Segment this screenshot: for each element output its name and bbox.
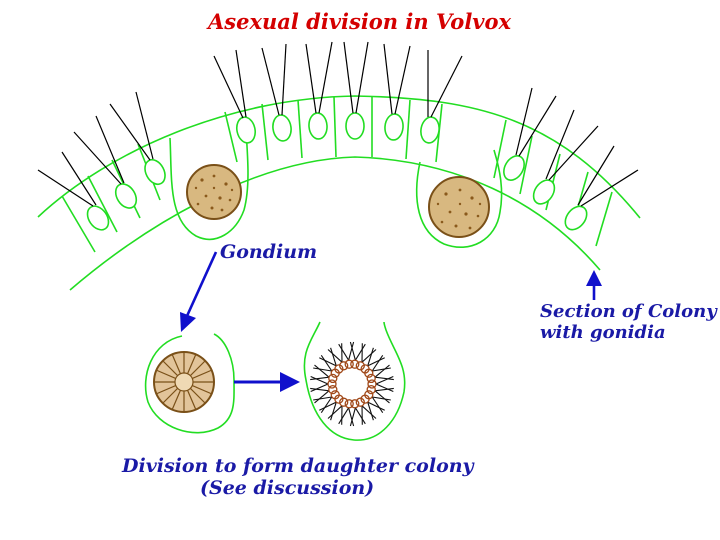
gonidium-right (428, 176, 490, 238)
embryo-flagellum (330, 401, 337, 421)
embryo-flagellum (371, 354, 384, 372)
embryo-flagellum (367, 357, 385, 367)
embryo-cell (350, 399, 360, 409)
embryo-cell (327, 379, 337, 389)
arrows (180, 251, 602, 392)
embryo-flagellum (372, 396, 391, 401)
embryo-cell (328, 373, 338, 384)
embryo-flagellum (327, 405, 343, 419)
embryo-flagellum (361, 405, 377, 419)
division-label-line2: (See discussion) (200, 476, 375, 499)
section-label-line2: with gonidia (540, 321, 666, 343)
embryo-flagellum (310, 383, 329, 393)
flagella (37, 41, 639, 207)
embryo-cell (366, 384, 376, 395)
dividing-gonidium (144, 333, 235, 434)
embryo-flagellum (330, 347, 337, 367)
embryo-flagellum (314, 364, 330, 378)
embryo-cell (355, 397, 365, 407)
embryo-flagellum (348, 407, 355, 427)
embryo-cell (367, 379, 377, 389)
diagram-title: Asexual division in Volvox (208, 9, 512, 34)
gonidium-pocket-right (415, 149, 503, 248)
dividing-gonidium-envelope (144, 333, 235, 434)
embryo-flagellum (372, 367, 391, 372)
embryo-flagellum (371, 396, 384, 414)
embryo-flagellum (367, 401, 385, 411)
embryo-cell (355, 361, 365, 371)
daughter-colony (303, 321, 406, 441)
embryo-flagellum (361, 349, 377, 363)
embryo-cell (330, 390, 340, 400)
embryo-flagellum (319, 357, 337, 367)
embryo-flagellum (349, 341, 356, 361)
embryo-flagellum (313, 367, 332, 372)
section-label-line1: Section of Colony (540, 301, 717, 322)
embryo-cell (339, 361, 349, 371)
embryo-cell (344, 399, 354, 409)
division-label: Division to form daughter colony (See di… (122, 455, 474, 500)
embryo-cell (360, 394, 370, 404)
arrow-to-daughter-colony (234, 372, 300, 392)
section-of-colony-label: Section of Colony with gonidia (540, 301, 717, 343)
embryo-cell (339, 397, 349, 407)
embryo-flagellum (348, 341, 355, 361)
division-label-line1: Division to form daughter colony (122, 455, 474, 477)
somatic-cells (86, 112, 588, 231)
daughter-colony-envelope (303, 321, 406, 441)
embryo-flagellum (374, 376, 394, 381)
embryo-flagellum (354, 343, 366, 361)
gondium-label: Gondium (220, 241, 318, 263)
embryo-cell (366, 373, 376, 384)
embryo-flagellum (338, 407, 350, 425)
embryo-cells (327, 359, 377, 409)
cell-walls (61, 96, 613, 253)
embryo-flagellum (320, 396, 333, 414)
embryo-flagellum (338, 343, 350, 361)
embryo-flagellum (367, 401, 374, 421)
embryo-flagellum (375, 383, 394, 393)
embryo-cell (350, 359, 360, 369)
embryo-cell (334, 364, 344, 374)
embryo-flagellum (319, 401, 337, 411)
embryo-flagellum (310, 376, 330, 381)
embryo-flagella (310, 341, 394, 427)
embryo-cell (364, 368, 374, 378)
arrow-to-colony-section (586, 270, 602, 300)
colony-outer-edge (37, 95, 641, 219)
gonidium-pocket-left (169, 129, 249, 241)
embryo-flagellum (367, 347, 374, 367)
embryo-flagellum (374, 387, 394, 392)
embryo-flagellum (327, 349, 343, 363)
colony-inner-edge (69, 156, 601, 291)
embryo-flagellum (374, 364, 390, 378)
embryo-flagellum (374, 390, 390, 404)
embryo-flagellum (314, 390, 330, 404)
embryo-flagellum (354, 407, 366, 425)
embryo-flagellum (375, 375, 394, 385)
embryo-flagellum (313, 396, 332, 401)
gonidium-left (186, 164, 242, 220)
embryo-cell (344, 359, 354, 369)
embryo-flagellum (320, 354, 333, 372)
embryo-cell (328, 384, 338, 395)
embryo-flagellum (349, 407, 356, 427)
arrow-to-dividing-gonidium (180, 251, 218, 332)
embryo-flagellum (310, 375, 329, 385)
embryo-flagellum (310, 387, 330, 392)
